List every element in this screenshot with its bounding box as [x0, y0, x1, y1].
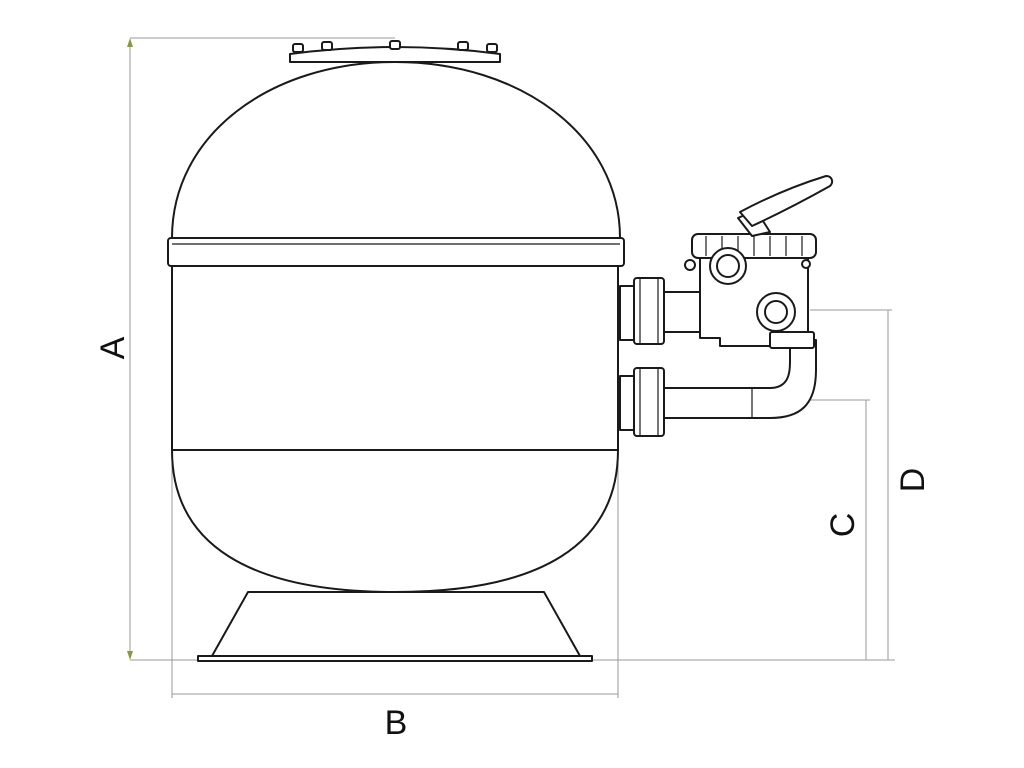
dimension-d: D — [590, 309, 932, 661]
lid-bolts — [292, 40, 498, 53]
tank-lid — [289, 40, 501, 63]
valve-body — [684, 233, 817, 349]
dimension-c: C — [790, 399, 870, 660]
tank-base-stand — [211, 591, 581, 657]
dimension-b: B — [171, 262, 619, 742]
dim-d-label: D — [894, 468, 932, 493]
filter-tank — [167, 40, 625, 662]
tank-base-plate — [197, 655, 593, 662]
dimension-a: A — [94, 37, 395, 661]
tank-collar — [167, 237, 625, 267]
dim-a-arrow-bottom — [127, 651, 133, 660]
dim-c-label: C — [824, 513, 862, 538]
lower-union-fitting — [619, 367, 665, 437]
tank-upper-dome — [171, 61, 621, 239]
dim-a-label: A — [94, 336, 132, 359]
upper-union-fitting — [619, 277, 665, 345]
valve-handle — [737, 175, 834, 237]
upper-pipe — [659, 291, 701, 333]
lower-elbow-pipe — [663, 339, 817, 419]
dim-a-arrow-top — [127, 38, 133, 47]
tank-body — [171, 265, 619, 593]
dim-b-label: B — [385, 704, 408, 742]
multiport-valve-assembly — [619, 175, 834, 437]
